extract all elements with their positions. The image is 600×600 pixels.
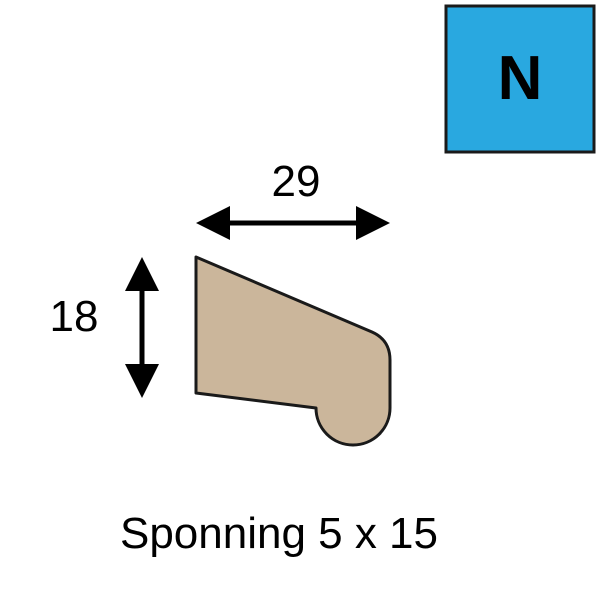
width-dimension: 29 bbox=[196, 157, 390, 240]
badge-letter: N bbox=[498, 44, 543, 113]
moulding-profile bbox=[194, 255, 392, 447]
height-dimension: 18 bbox=[50, 257, 159, 398]
badge-box bbox=[444, 4, 596, 154]
category-badge: N bbox=[444, 4, 596, 154]
height-arrow-icon bbox=[125, 257, 159, 398]
caption: Sponning 5 x 15 bbox=[120, 509, 438, 558]
width-label: 29 bbox=[272, 157, 321, 206]
height-label: 18 bbox=[50, 292, 99, 341]
width-arrow-icon bbox=[196, 206, 390, 240]
